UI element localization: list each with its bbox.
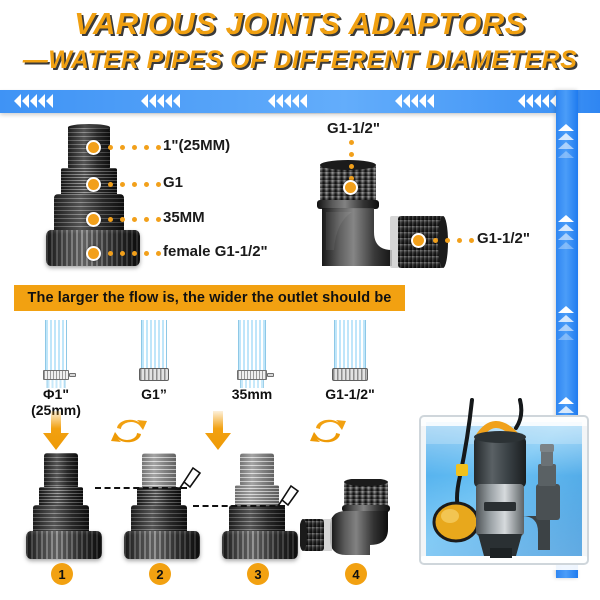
step-badge-1: 1: [51, 563, 73, 585]
barb-section-grey: [142, 453, 176, 489]
nut-section: [26, 531, 102, 559]
chevron-up-icon: [558, 306, 574, 340]
flow-banner-text: The larger the flow is, the wider the ou…: [27, 290, 392, 306]
flow-stream-label-2: G1”: [141, 386, 167, 402]
leader-dots-g1: [108, 182, 161, 187]
flow-stream-1: Φ1"(25mm): [14, 320, 98, 418]
barb-section: [44, 453, 78, 489]
nut-section: [222, 531, 298, 559]
thread-section: [137, 487, 181, 507]
barb-section-lower: [131, 505, 187, 535]
flow-stream-label-1: Φ1"(25mm): [31, 386, 81, 419]
cut-line-3: [193, 505, 285, 507]
thread-section-grey: [235, 485, 279, 507]
flow-stream-2: G1”: [112, 320, 196, 402]
pump-tank-image: [419, 398, 589, 570]
water-column-lower: [240, 380, 264, 388]
callout-anchor-35mm: [86, 212, 101, 227]
title-line-2: —WATER PIPES OF DIFFERENT DIAMETERS: [22, 46, 578, 74]
leader-dots-female-g1-5: [108, 251, 161, 256]
leader-dots-elbow-top: [349, 140, 354, 181]
callout-anchor-1in: [86, 140, 101, 155]
label-female-g1-5: female G1-1/2": [163, 243, 268, 260]
callout-anchor-female-g1-5: [86, 246, 101, 261]
clamp-screw-icon: [267, 373, 274, 377]
cutter-tool-icon: [277, 484, 300, 507]
water-column: [238, 320, 266, 372]
arrow-down-icon: [205, 411, 231, 450]
step-badge-4: 4: [345, 563, 367, 585]
chevron-up-icon: [558, 124, 574, 158]
chevron-left-icon: [518, 94, 557, 108]
callout-anchor-elbow-top: [343, 180, 358, 195]
water-column: [45, 320, 67, 372]
leader-dots-elbow-side: [433, 238, 474, 243]
cutter-tool-icon: [179, 466, 202, 489]
step-part-2: [124, 453, 214, 559]
barb-section-lower: [33, 505, 89, 535]
chevron-left-icon: [14, 94, 53, 108]
step-part-1: [26, 453, 116, 559]
rotate-icon: [111, 419, 147, 443]
flow-stream-label-4: G1-1/2": [325, 386, 375, 402]
chevron-left-icon: [268, 94, 307, 108]
top-chevron-row: [0, 90, 557, 113]
water-column: [334, 320, 366, 372]
flow-stream-3: 35mm: [210, 320, 294, 402]
step-badge-3: 3: [247, 563, 269, 585]
clamp-screw-icon: [69, 373, 76, 377]
thread-section: [39, 487, 83, 507]
flow-stream-4: G1-1/2": [308, 320, 392, 402]
frame-divider: [0, 113, 556, 114]
water-column-lower: [46, 380, 66, 388]
elbow-adaptor-image: [317, 160, 448, 268]
chevron-left-icon: [141, 94, 180, 108]
nut-section: [124, 531, 200, 559]
flow-stream-label-3: 35mm: [231, 386, 273, 402]
step-part-3: [222, 453, 312, 559]
callout-anchor-elbow-side: [411, 233, 426, 248]
step-badge-2: 2: [149, 563, 171, 585]
label-1in: 1"(25MM): [163, 137, 231, 154]
nut-clamp-icon: [139, 368, 169, 381]
arrow-down-icon: [43, 411, 69, 450]
label-g1: G1: [163, 174, 184, 191]
flow-banner: The larger the flow is, the wider the ou…: [14, 285, 405, 311]
chevron-left-icon: [395, 94, 434, 108]
hose-clamp-icon: [237, 370, 267, 380]
leader-dots-1in: [108, 145, 161, 150]
barb-section-lower: [229, 505, 285, 535]
page-title: VARIOUS JOINTS ADAPTORS —WATER PIPES OF …: [0, 8, 600, 73]
hose-clamp-icon: [43, 370, 69, 380]
water-column: [141, 320, 167, 372]
title-line-1: VARIOUS JOINTS ADAPTORS: [74, 6, 526, 41]
callout-anchor-g1: [86, 177, 101, 192]
label-35mm: 35MM: [163, 209, 205, 226]
cut-line-2: [95, 487, 187, 489]
chevron-up-icon: [558, 215, 574, 249]
nut-clamp-icon: [332, 368, 368, 381]
label-elbow-side: G1-1/2": [477, 230, 530, 247]
barb-section-grey: [240, 453, 274, 487]
top-chevron-bar: [0, 90, 557, 113]
step-part-4: [300, 479, 390, 555]
leader-dots-35mm: [108, 217, 161, 222]
rotate-icon: [310, 419, 346, 443]
label-elbow-top: G1-1/2": [327, 120, 380, 137]
